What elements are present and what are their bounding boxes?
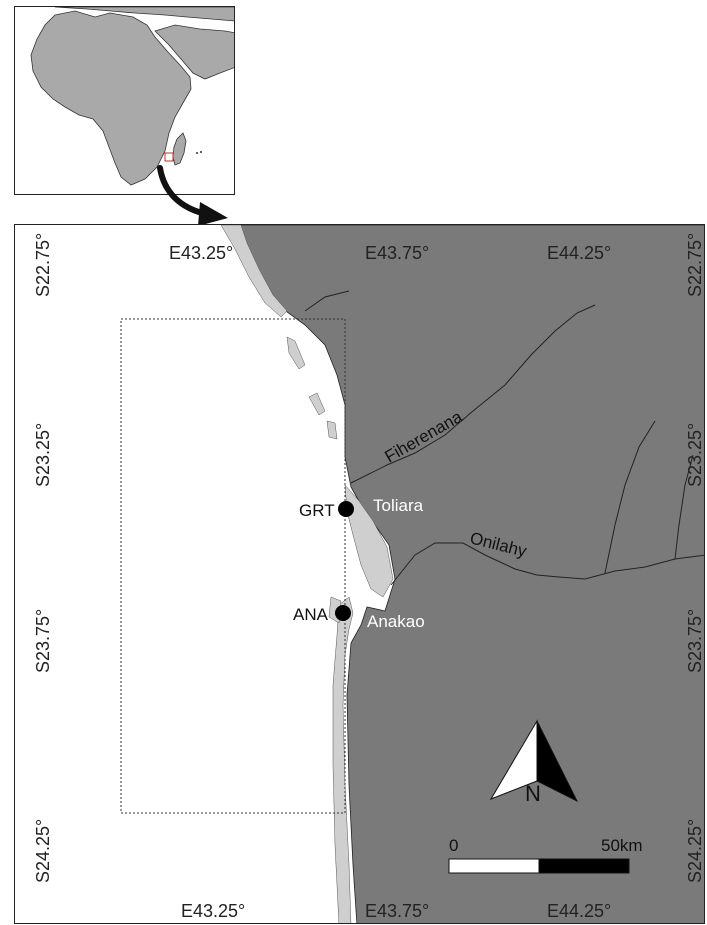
river-tributary <box>304 290 350 312</box>
left-latitude-label: S23.75° <box>33 609 53 673</box>
study-area-locator-box <box>164 152 174 162</box>
madagascar-coast-land <box>236 225 704 923</box>
arabia-landmass <box>154 24 234 80</box>
fiherenana-river <box>350 304 596 484</box>
right-latitude-label: S23.25° <box>685 423 705 487</box>
north-arrow: N <box>489 719 579 806</box>
onilahy-river <box>390 542 704 586</box>
scale-bar-black-segment <box>538 858 630 874</box>
africa-inset-svg <box>30 7 234 186</box>
island-dot <box>200 151 202 153</box>
left-latitude-label: S23.25° <box>33 423 53 487</box>
scale-bar: 0 50km <box>448 836 643 874</box>
europe-landmass <box>54 7 234 22</box>
right-latitude-label: S24.25° <box>685 819 705 883</box>
main-map: E43.25° E43.75° E44.25° E43.25° E43.75° … <box>14 224 705 924</box>
scale-end-label: 50km <box>601 836 643 855</box>
site-marker-grt <box>338 501 354 517</box>
africa-landmass <box>30 10 192 186</box>
left-latitude-label: S22.75° <box>33 233 53 297</box>
reef-zone-toliara <box>344 484 394 598</box>
madagascar-landmass <box>172 132 187 166</box>
town-label-anakao: Anakao <box>367 612 425 631</box>
top-longitude-label: E44.25° <box>547 243 611 263</box>
bottom-longitude-label: E43.25° <box>181 901 245 921</box>
main-map-svg: E43.25° E43.75° E44.25° E43.25° E43.75° … <box>33 225 705 923</box>
site-label-ana: ANA <box>293 605 329 624</box>
north-arrow-right <box>536 720 579 803</box>
island-dot <box>196 152 198 154</box>
reef-zone-south <box>332 596 354 923</box>
bottom-longitude-label: E43.75° <box>365 901 429 921</box>
river-tributary <box>674 454 694 560</box>
river-tributary <box>604 420 656 574</box>
left-latitude-label: S24.25° <box>33 819 53 883</box>
reef-patch <box>308 392 326 416</box>
locator-arrow <box>157 165 228 226</box>
right-latitude-label: S23.75° <box>685 609 705 673</box>
site-marker-ana <box>335 605 351 621</box>
scale-start-label: 0 <box>449 836 458 855</box>
scale-bar-white-segment <box>448 858 540 874</box>
site-label-grt: GRT <box>299 501 335 520</box>
top-longitude-label: E43.75° <box>365 243 429 263</box>
reef-patch <box>326 420 338 440</box>
north-label: N <box>525 781 541 806</box>
reef-patch <box>286 336 306 370</box>
bottom-longitude-label: E44.25° <box>547 901 611 921</box>
right-latitude-label: S22.75° <box>685 233 705 297</box>
study-area-box <box>120 318 346 814</box>
town-label-toliara: Toliara <box>373 496 424 515</box>
reef-zone-north <box>220 225 288 318</box>
inset-locator-map <box>14 6 235 195</box>
top-longitude-label: E43.25° <box>169 243 233 263</box>
